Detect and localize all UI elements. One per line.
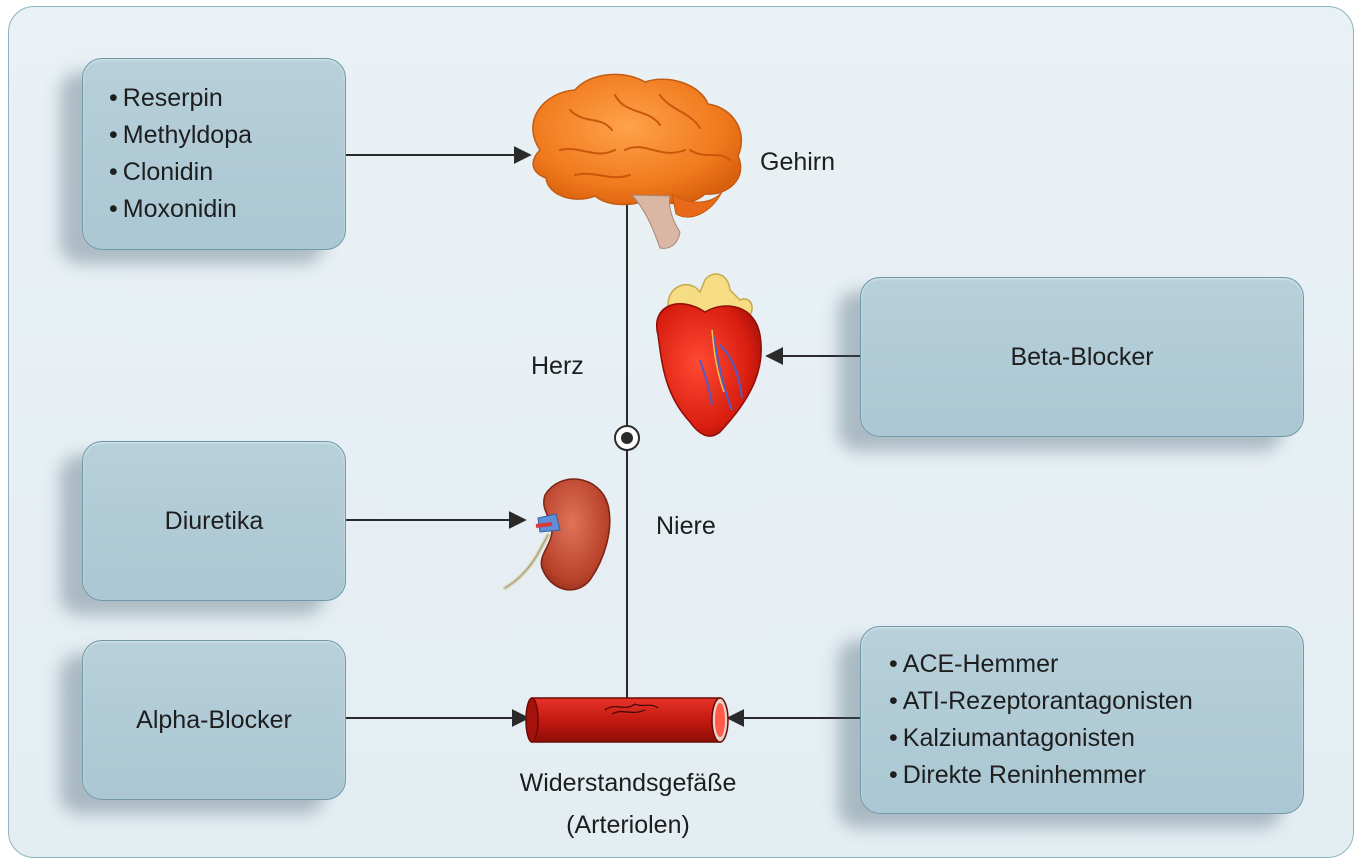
list-item: Clonidin — [109, 154, 252, 191]
list-item: Moxonidin — [109, 191, 252, 228]
vessel-agents-list: ACE-Hemmer ATI-Rezeptorantagonisten Kalz… — [889, 646, 1193, 794]
central-agents-box: Reserpin Methyldopa Clonidin Moxonidin — [82, 58, 346, 250]
list-item: Kalziumantagonisten — [889, 720, 1193, 757]
list-item: Methyldopa — [109, 117, 252, 154]
beta-blocker-label: Beta-Blocker — [1010, 343, 1153, 372]
diuretika-label: Diuretika — [165, 507, 264, 536]
alpha-blocker-box: Alpha-Blocker — [82, 640, 346, 800]
list-item: Direkte Reninhemmer — [889, 757, 1193, 794]
blood-vessel-icon — [526, 698, 728, 742]
alpha-blocker-label: Alpha-Blocker — [136, 706, 292, 735]
brain-icon — [533, 74, 742, 248]
beta-blocker-box: Beta-Blocker — [860, 277, 1304, 437]
brain-label: Gehirn — [760, 148, 835, 177]
heart-label: Herz — [531, 352, 584, 381]
kidney-label: Niere — [656, 512, 716, 541]
vessels-label-line1: Widerstandsgefäße — [488, 769, 768, 798]
kidney-icon — [505, 479, 610, 590]
list-item: ACE-Hemmer — [889, 646, 1193, 683]
list-item: Reserpin — [109, 80, 252, 117]
diuretika-box: Diuretika — [82, 441, 346, 601]
vessel-agents-box: ACE-Hemmer ATI-Rezeptorantagonisten Kalz… — [860, 626, 1304, 814]
vessels-label-line2: (Arteriolen) — [488, 811, 768, 840]
list-item: ATI-Rezeptorantagonisten — [889, 683, 1193, 720]
junction-node-icon — [615, 426, 639, 450]
heart-icon — [657, 274, 762, 436]
central-agents-list: Reserpin Methyldopa Clonidin Moxonidin — [109, 80, 252, 228]
